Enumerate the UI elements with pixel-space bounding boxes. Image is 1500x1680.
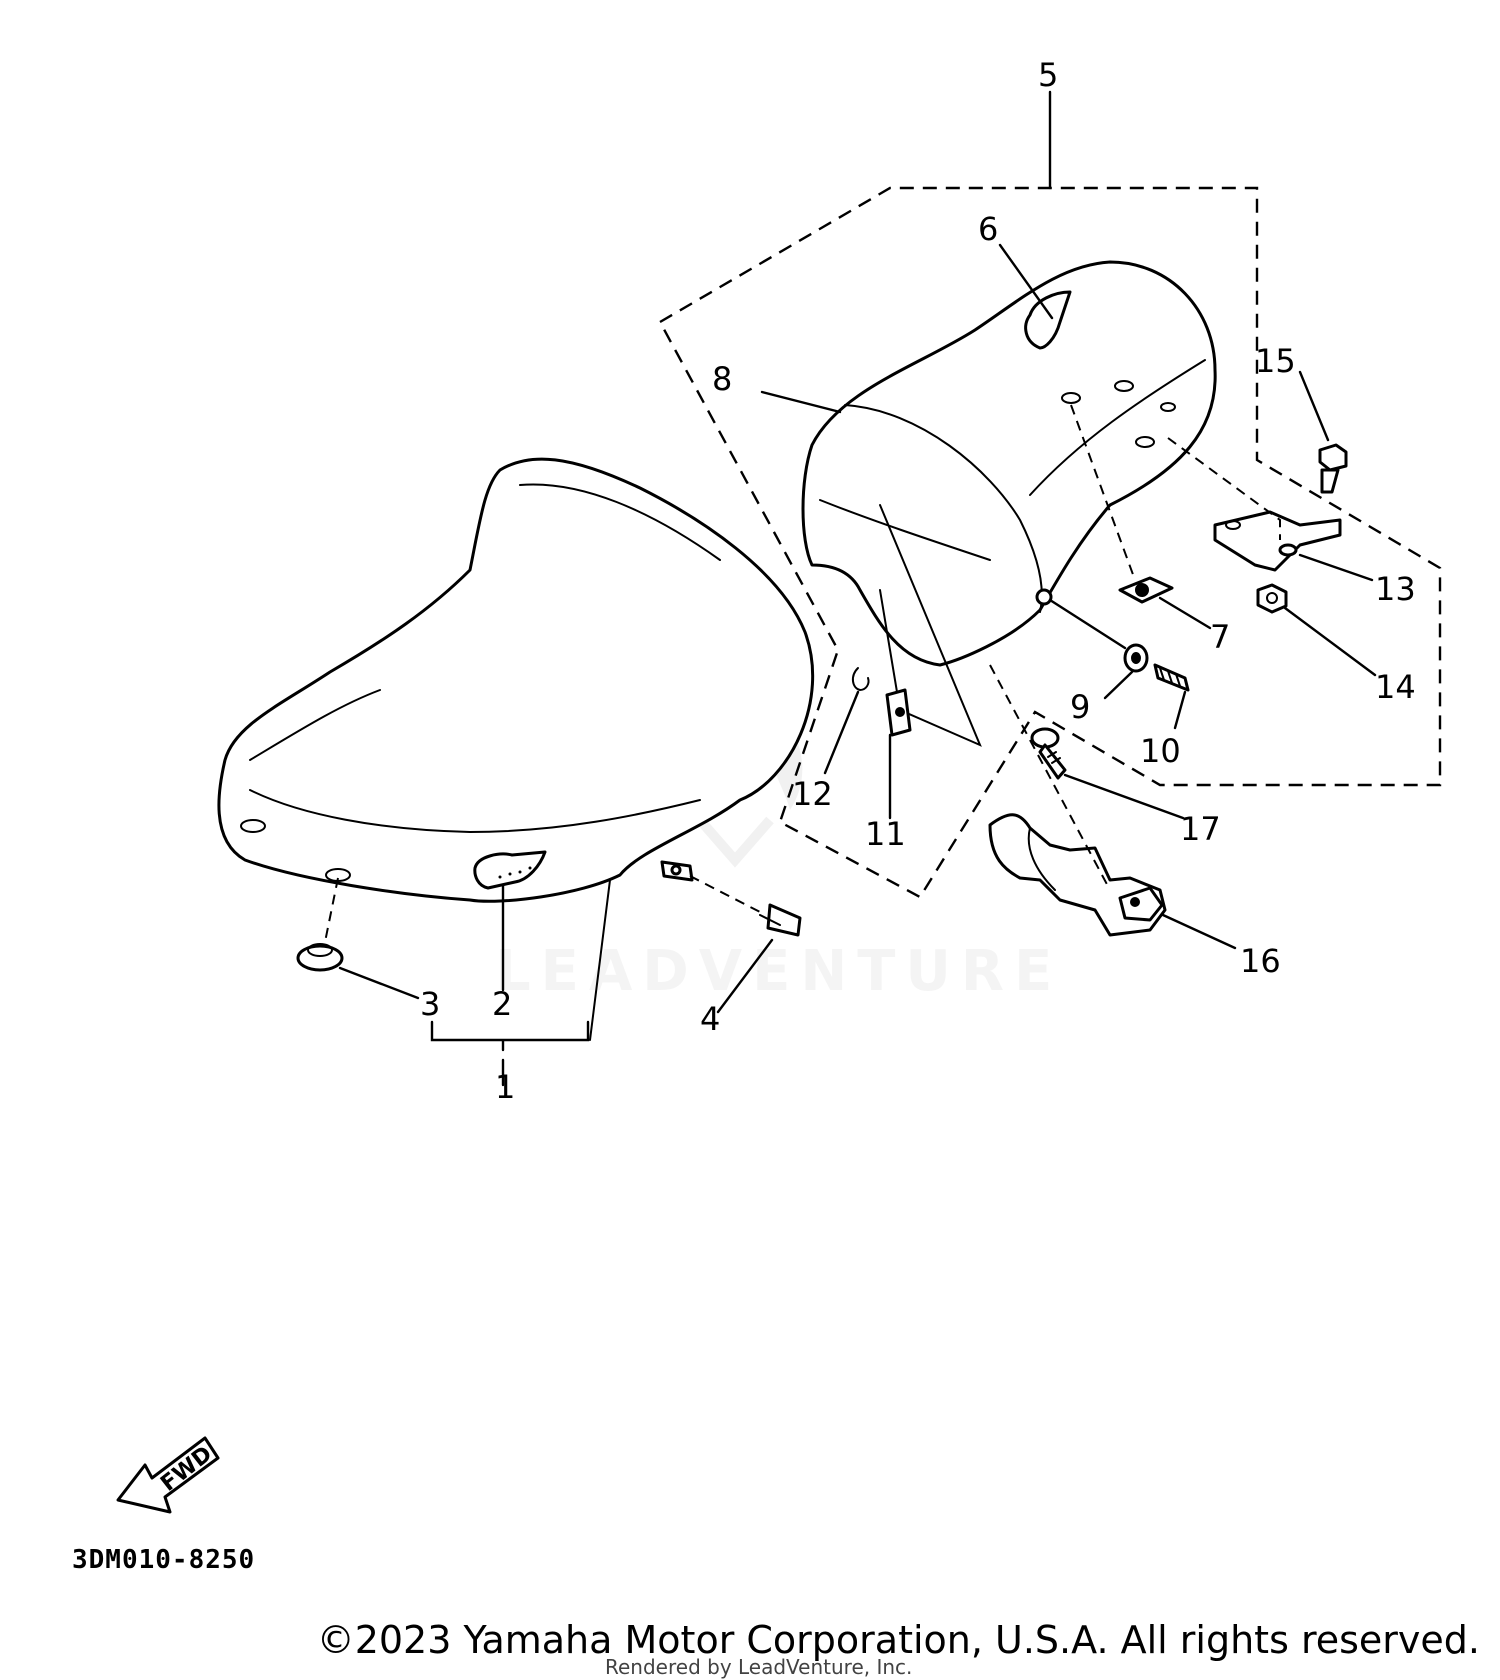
flange-nut: [1256, 583, 1288, 614]
nut-clip: [885, 688, 912, 737]
leader-1-bracket: [430, 1020, 590, 1052]
washer-screw-line: [1048, 598, 1127, 650]
leader-4: [716, 938, 774, 1014]
support-frame-lines: [879, 504, 982, 747]
bracket-bolt: [1318, 443, 1348, 494]
nut-plate: [1070, 404, 1174, 604]
lock-pin: [1030, 727, 1067, 780]
callout-7: 7: [1210, 618, 1230, 656]
callout-16: 16: [1240, 942, 1281, 980]
callout-11: 11: [865, 815, 906, 853]
callout-1: 1: [495, 1068, 515, 1106]
callout-3: 3: [420, 985, 440, 1023]
leader-6: [998, 243, 1054, 320]
callout-13: 13: [1375, 570, 1416, 608]
washer: [1123, 643, 1149, 673]
leader-8: [760, 390, 842, 414]
spring-clip: [852, 667, 870, 692]
leader-3: [338, 966, 420, 1000]
callout-4: 4: [700, 1000, 720, 1038]
leader-16: [1161, 913, 1237, 950]
seat-bracket: [1167, 437, 1342, 572]
leader-10: [1173, 690, 1187, 730]
screw: [1153, 663, 1190, 692]
rendered-by-notice: Rendered by LeadVenture, Inc.: [605, 1655, 913, 1679]
callout-12: 12: [792, 775, 833, 813]
leader-7: [1158, 596, 1212, 630]
leader-17: [1063, 773, 1185, 820]
seat-lock: [988, 664, 1167, 937]
rear-seat-assembly-boundary: [658, 186, 1442, 899]
callout-5: 5: [1038, 56, 1058, 94]
leader-14: [1283, 606, 1377, 677]
watermark-text: LEADVENTURE: [495, 939, 1062, 1004]
callout-6: 6: [978, 210, 998, 248]
callout-15: 15: [1255, 342, 1296, 380]
leader-13: [1298, 553, 1374, 582]
callout-8: 8: [712, 360, 732, 398]
leader-15: [1298, 370, 1330, 442]
callout-9: 9: [1070, 688, 1090, 726]
fwd-label: FWD: [156, 1442, 217, 1497]
rear-seat-tag: [1024, 290, 1072, 350]
callout-14: 14: [1375, 668, 1416, 706]
seat-tag: [473, 850, 547, 890]
leader-9: [1103, 670, 1134, 700]
leadventure-watermark: LEADVENTURE: [495, 712, 1062, 1004]
leader-12: [823, 690, 860, 775]
diagram-code: 3DM010-8250: [72, 1545, 256, 1575]
copyright-notice: ©2023 Yamaha Motor Corporation, U.S.A. A…: [316, 1618, 1480, 1662]
callout-17: 17: [1180, 810, 1221, 848]
damper: [296, 877, 344, 972]
callout-10: 10: [1140, 732, 1181, 770]
rear-seat: [801, 260, 1217, 667]
forward-direction-arrow: FWD: [116, 1436, 220, 1514]
front-seat-bolt: [660, 860, 802, 937]
front-seat: [217, 457, 815, 1041]
callout-2: 2: [492, 985, 512, 1023]
